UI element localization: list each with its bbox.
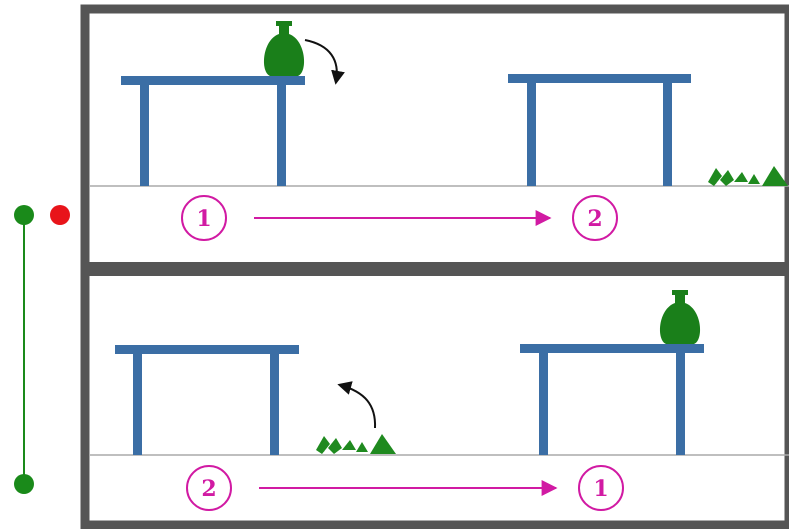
panel-divider xyxy=(85,262,789,276)
bottom-panel: 2 1 xyxy=(90,290,789,511)
vase-icon xyxy=(659,290,701,344)
top-right-table xyxy=(508,74,691,186)
top-panel: 1 2 xyxy=(90,21,789,241)
timeline-start-dot xyxy=(14,205,34,225)
broken-vase-shards-icon xyxy=(708,166,788,186)
vase-icon xyxy=(263,21,305,76)
bottom-left-table xyxy=(115,345,299,455)
curved-arrow-icon xyxy=(304,39,345,85)
curved-arrow-icon xyxy=(337,381,377,429)
top-step-end: 2 xyxy=(572,195,618,241)
bottom-step-start-label: 2 xyxy=(201,476,216,502)
top-step-start: 1 xyxy=(181,195,227,241)
timeline-current-marker xyxy=(50,205,70,225)
bottom-step-start: 2 xyxy=(186,465,232,511)
bottom-right-table xyxy=(520,344,704,455)
bottom-step-end-label: 1 xyxy=(593,476,608,502)
timeline-end-dot xyxy=(14,474,34,494)
broken-vase-shards-icon xyxy=(316,434,396,454)
top-step-start-label: 1 xyxy=(196,206,211,232)
timeline xyxy=(14,205,70,494)
top-left-table xyxy=(121,76,305,186)
bottom-step-end: 1 xyxy=(578,465,624,511)
top-step-end-label: 2 xyxy=(587,206,602,232)
